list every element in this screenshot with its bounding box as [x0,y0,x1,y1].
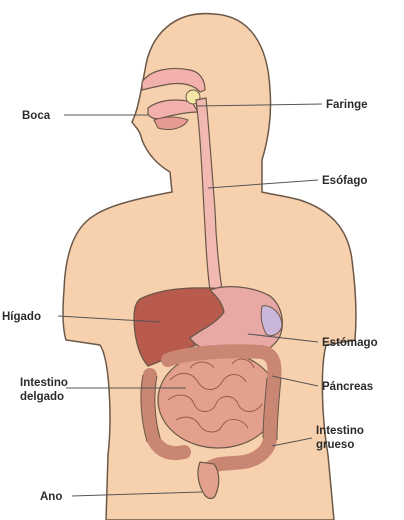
leader-esofago [207,179,319,189]
leader-faringe [195,103,323,107]
label-intestino-delgado-line1: Intestino [20,377,68,389]
label-esofago: Esófago [322,175,367,187]
nasal-cavity [141,67,206,93]
large-intestine-outline [140,374,282,443]
mouth-cavity [147,99,200,120]
tongue [153,116,189,131]
leader-intestino-grueso [271,437,313,447]
leader-pancreas [271,375,319,387]
label-intestino-grueso-line1: Intestino [316,425,364,437]
pancreas [260,305,283,337]
label-faringe: Faringe [326,99,368,111]
label-higado: Hígado [2,311,41,323]
rectum [197,461,220,500]
leader-higado [57,315,161,323]
leader-ano [71,491,203,497]
label-pancreas: Páncreas [322,381,373,393]
leader-estomago [247,333,319,343]
large-intestine [140,344,282,475]
label-boca: Boca [22,110,51,122]
label-intestino-delgado-line2: delgado [20,391,64,403]
small-intestine-folds [167,358,263,433]
label-estomago: Estómago [322,337,378,349]
label-intestino-grueso-line2: grueso [316,439,354,451]
label-ano: Ano [40,491,62,503]
